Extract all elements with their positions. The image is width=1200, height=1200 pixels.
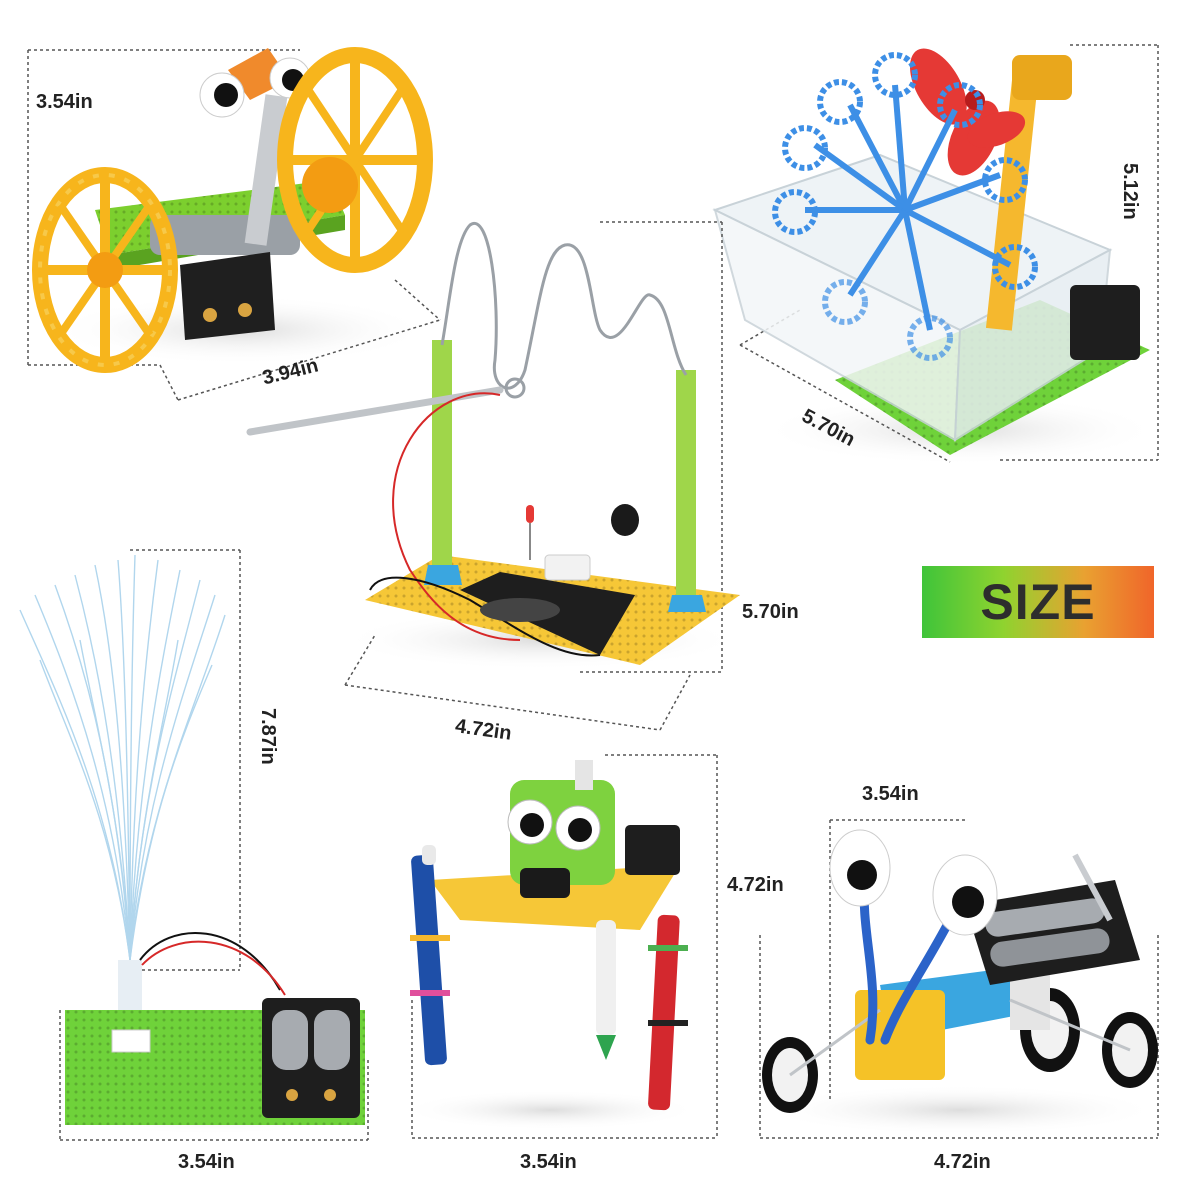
wire-maze-height-label: 5.70in [742, 601, 799, 623]
drawing-robot-width-label: 3.54in [520, 1151, 577, 1173]
fiber-lamp-height-label: 7.87in [257, 708, 279, 765]
wheel-robot-image [27, 47, 441, 401]
drawing-robot-image [400, 754, 718, 1139]
bubble-machine-height-label: 5.12in [1119, 163, 1141, 220]
size-badge-text: SIZE [980, 574, 1096, 630]
fiber-optic-lamp-image [19, 549, 380, 1141]
eyes-car-image [759, 819, 1160, 1139]
bubble-machine-image [712, 44, 1160, 465]
drawing-robot-height-label: 4.72in [727, 874, 784, 896]
wheel-robot-height-label: 3.54in [36, 91, 93, 113]
eyes-car-width-label: 4.72in [934, 1151, 991, 1173]
eyes-car-height-label: 3.54in [862, 783, 919, 805]
size-badge: SIZE [922, 566, 1154, 638]
wire-maze-game-image [246, 221, 740, 731]
fiber-lamp-width-label: 3.54in [178, 1151, 235, 1173]
